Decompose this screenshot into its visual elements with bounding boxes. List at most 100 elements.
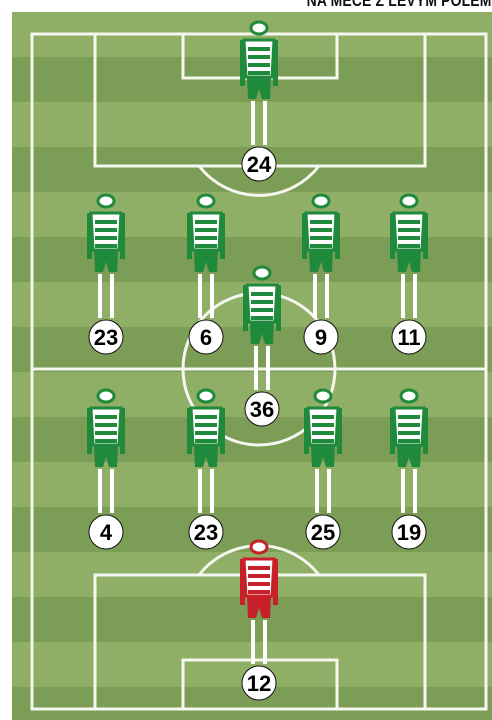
- shirt-stripe: [398, 236, 420, 240]
- player-arm: [240, 559, 245, 605]
- player-head: [98, 195, 114, 207]
- player-arm: [390, 408, 395, 454]
- player-shorts: [397, 445, 421, 467]
- player-arm: [276, 285, 281, 331]
- player-arm: [87, 213, 92, 259]
- player-arm: [302, 213, 307, 259]
- player-shorts: [94, 250, 118, 272]
- player-head: [401, 195, 417, 207]
- player-arm: [273, 40, 278, 86]
- shirt-stripe: [312, 431, 334, 435]
- player-figure: 36: [243, 267, 281, 426]
- player-leg: [251, 101, 255, 145]
- shirt-stripe: [95, 431, 117, 435]
- player-leg: [254, 346, 258, 390]
- player-arm: [390, 213, 395, 259]
- player-leg: [266, 346, 270, 390]
- shirt-stripe: [248, 582, 270, 586]
- player-figure: 6: [187, 195, 225, 354]
- jersey-number: 36: [250, 397, 274, 422]
- shirt-stripe: [195, 415, 217, 419]
- player-shorts: [247, 77, 271, 99]
- jersey-number: 6: [200, 325, 212, 350]
- shirt-stripe: [310, 244, 332, 248]
- jersey-number: 24: [247, 152, 272, 177]
- player-leg: [327, 469, 331, 513]
- player-arm: [240, 40, 245, 86]
- shirt-stripe: [95, 244, 117, 248]
- shirt-stripe: [251, 292, 273, 296]
- shirt-stripe: [248, 63, 270, 67]
- player-shorts: [397, 250, 421, 272]
- player-head: [198, 390, 214, 402]
- player-arm: [335, 213, 340, 259]
- shirt-stripe: [95, 236, 117, 240]
- player-leg: [198, 274, 202, 318]
- shirt-stripe: [251, 308, 273, 312]
- shirt-stripe: [195, 228, 217, 232]
- shirt-stripe: [312, 439, 334, 443]
- player-arm: [243, 285, 248, 331]
- shirt-stripe: [95, 423, 117, 427]
- player-figure: 24: [240, 22, 278, 181]
- jersey-number: 25: [311, 520, 335, 545]
- player-shorts: [311, 445, 335, 467]
- player-leg: [413, 274, 417, 318]
- jersey-number: 23: [94, 325, 118, 350]
- player-shorts: [309, 250, 333, 272]
- player-leg: [401, 469, 405, 513]
- player-figure: 19: [390, 390, 428, 549]
- player-leg: [210, 274, 214, 318]
- player-arm: [120, 408, 125, 454]
- shirt-stripe: [195, 439, 217, 443]
- player-leg: [98, 274, 102, 318]
- player-leg: [210, 469, 214, 513]
- player-shorts: [250, 322, 274, 344]
- player-arm: [120, 213, 125, 259]
- player-head: [251, 541, 267, 553]
- shirt-stripe: [310, 220, 332, 224]
- shirt-stripe: [398, 415, 420, 419]
- player-head: [98, 390, 114, 402]
- player-leg: [401, 274, 405, 318]
- player-figure: 23: [87, 195, 125, 354]
- jersey-number: 11: [397, 325, 420, 350]
- player-head: [251, 22, 267, 34]
- player-arm: [220, 213, 225, 259]
- shirt-stripe: [398, 220, 420, 224]
- shirt-stripe: [398, 431, 420, 435]
- player-arm: [87, 408, 92, 454]
- shirt-stripe: [95, 220, 117, 224]
- player-arm: [273, 559, 278, 605]
- player-shorts: [247, 596, 271, 618]
- shirt-stripe: [398, 228, 420, 232]
- player-arm: [187, 408, 192, 454]
- player-figure: 9: [302, 195, 340, 354]
- shirt-stripe: [95, 439, 117, 443]
- shirt-stripe: [398, 244, 420, 248]
- shirt-stripe: [195, 244, 217, 248]
- player-figure: 25: [304, 390, 342, 549]
- shirt-stripe: [195, 431, 217, 435]
- shirt-stripe: [248, 566, 270, 570]
- shirt-stripe: [310, 228, 332, 232]
- jersey-number: 4: [100, 520, 113, 545]
- shirt-stripe: [95, 228, 117, 232]
- player-arm: [187, 213, 192, 259]
- player-head: [254, 267, 270, 279]
- player-leg: [413, 469, 417, 513]
- player-figure: 23: [187, 390, 225, 549]
- shirt-stripe: [251, 316, 273, 320]
- shirt-stripe: [312, 415, 334, 419]
- player-leg: [110, 469, 114, 513]
- player-figure: 11: [390, 195, 428, 354]
- player-leg: [263, 101, 267, 145]
- player-shorts: [94, 445, 118, 467]
- player-leg: [110, 274, 114, 318]
- player-leg: [263, 620, 267, 664]
- shirt-stripe: [398, 423, 420, 427]
- player-leg: [251, 620, 255, 664]
- player-arm: [337, 408, 342, 454]
- player-leg: [313, 274, 317, 318]
